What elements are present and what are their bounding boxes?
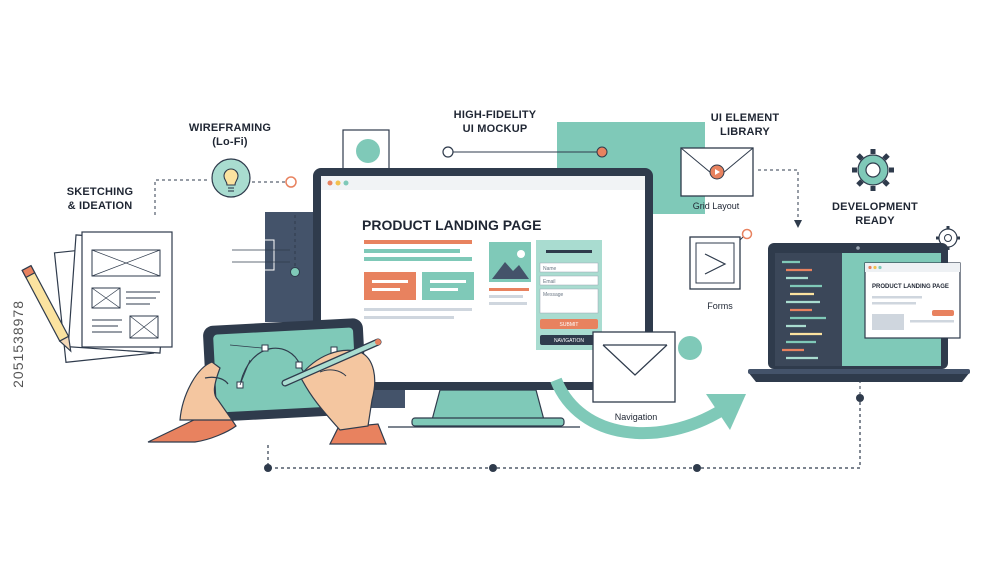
label-library-line1: UI ELEMENT: [710, 112, 780, 124]
form-email-field: Email: [543, 279, 556, 285]
connector-hifi: [442, 146, 608, 158]
sketch-papers: [53, 231, 173, 363]
stock-id: 205153897​8: [10, 300, 26, 388]
label-hifi-line2: UI MOCKUP: [462, 123, 528, 135]
label-sketching-line1: SKETCHING: [66, 186, 134, 198]
label-hifi-line1: HIGH-FIDELITY: [453, 109, 537, 121]
connector-library: [758, 169, 799, 220]
label-navigation: Navigation: [614, 412, 658, 422]
monitor: PRODUCT LANDING PAGE Name Email Message …: [313, 168, 653, 428]
monitor-page-title: PRODUCT LANDING PAGE: [362, 217, 541, 233]
label-grid-layout: Grid Layout: [692, 201, 740, 211]
label-library: UI ELEMENT LIBRARY: [695, 111, 795, 139]
timeline: [264, 394, 864, 472]
label-library-line2: LIBRARY: [720, 126, 770, 138]
form-navigation-button: NAVIGATION: [554, 338, 584, 344]
label-development: DEVELOPMENT READY: [815, 200, 935, 228]
label-wireframing-line1: WIREFRAMING: [188, 122, 272, 134]
small-gear-icon: [936, 226, 960, 250]
laptop: PRODUCT LANDING PAGE: [748, 243, 970, 382]
label-sketching-line2: & IDEATION: [67, 200, 133, 212]
label-hifi: HIGH-FIDELITY UI MOCKUP: [440, 108, 550, 136]
image-card-icon: [342, 129, 390, 173]
frame-icon: [232, 215, 300, 277]
label-development-line2: READY: [855, 215, 895, 227]
navigation-icon: [592, 331, 702, 403]
form-submit-button: SUBMIT: [560, 322, 579, 328]
label-wireframing: WIREFRAMING (Lo-Fi): [180, 121, 280, 149]
label-development-line1: DEVELOPMENT: [832, 201, 918, 213]
label-wireframing-line2: (Lo-Fi): [212, 136, 248, 148]
laptop-page-title: PRODUCT LANDING PAGE: [872, 284, 949, 290]
form-name-field: Name: [543, 266, 557, 272]
left-hand: [147, 361, 237, 443]
label-sketching: SKETCHING & IDEATION: [50, 185, 150, 213]
forms-icon: [689, 228, 753, 290]
gear-icon: [852, 149, 894, 191]
stylus-icon: [281, 338, 382, 387]
connector-sketch: [154, 179, 210, 215]
lightbulb-icon: [211, 158, 251, 198]
pencil-icon: [21, 264, 72, 353]
form-message-field: Message: [543, 292, 564, 298]
curved-arrow-icon: [550, 377, 746, 440]
label-forms: Forms: [707, 301, 733, 311]
grid-layout-icon: [680, 147, 754, 197]
